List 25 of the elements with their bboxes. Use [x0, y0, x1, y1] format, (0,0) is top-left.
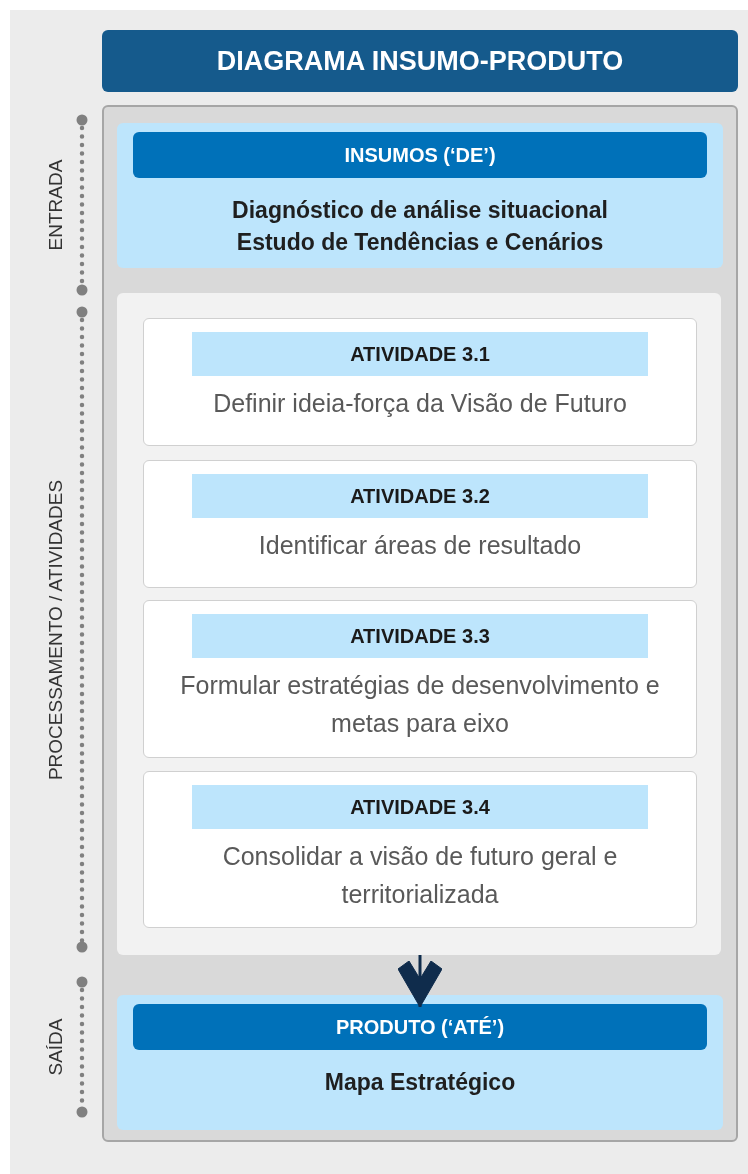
section-panel	[117, 995, 723, 1130]
section-text: Estudo de Tendências e Cenários	[236, 228, 604, 257]
activity-description: Identificar áreas de resultado	[257, 530, 583, 561]
activity-description: Definir ideia-força da Visão de Futuro	[212, 388, 628, 419]
stage-label: PROCESSAMENTO / ATIVIDADES	[43, 479, 67, 780]
section-header: INSUMOS (‘DE’)	[133, 132, 707, 178]
section-panel	[117, 123, 723, 268]
activity-card	[143, 460, 697, 588]
activity-card	[143, 600, 697, 758]
activity-card	[143, 318, 697, 446]
title-banner: DIAGRAMA INSUMO-PRODUTO	[102, 30, 738, 92]
stage-label: SAÍDA	[43, 1018, 67, 1076]
activity-card	[143, 771, 697, 928]
activity-description: Consolidar a visão de futuro geral e territorializada	[221, 841, 619, 910]
activity-header: ATIVIDADE 3.4	[192, 785, 648, 829]
section-text: Diagnóstico de análise situacional	[232, 196, 608, 225]
section-text: Mapa Estratégico	[324, 1068, 516, 1097]
section-header: PRODUTO (‘ATÉ’)	[133, 1004, 707, 1050]
activity-header: ATIVIDADE 3.3	[192, 614, 648, 658]
activity-header: ATIVIDADE 3.2	[192, 474, 648, 518]
stage-label: ENTRADA	[43, 159, 67, 251]
process-panel	[117, 293, 721, 955]
activity-description: Formular estratégias de desenvolvimento e metas para eixo	[179, 670, 661, 739]
container-panel	[102, 105, 738, 1142]
activity-header: ATIVIDADE 3.1	[192, 332, 648, 376]
